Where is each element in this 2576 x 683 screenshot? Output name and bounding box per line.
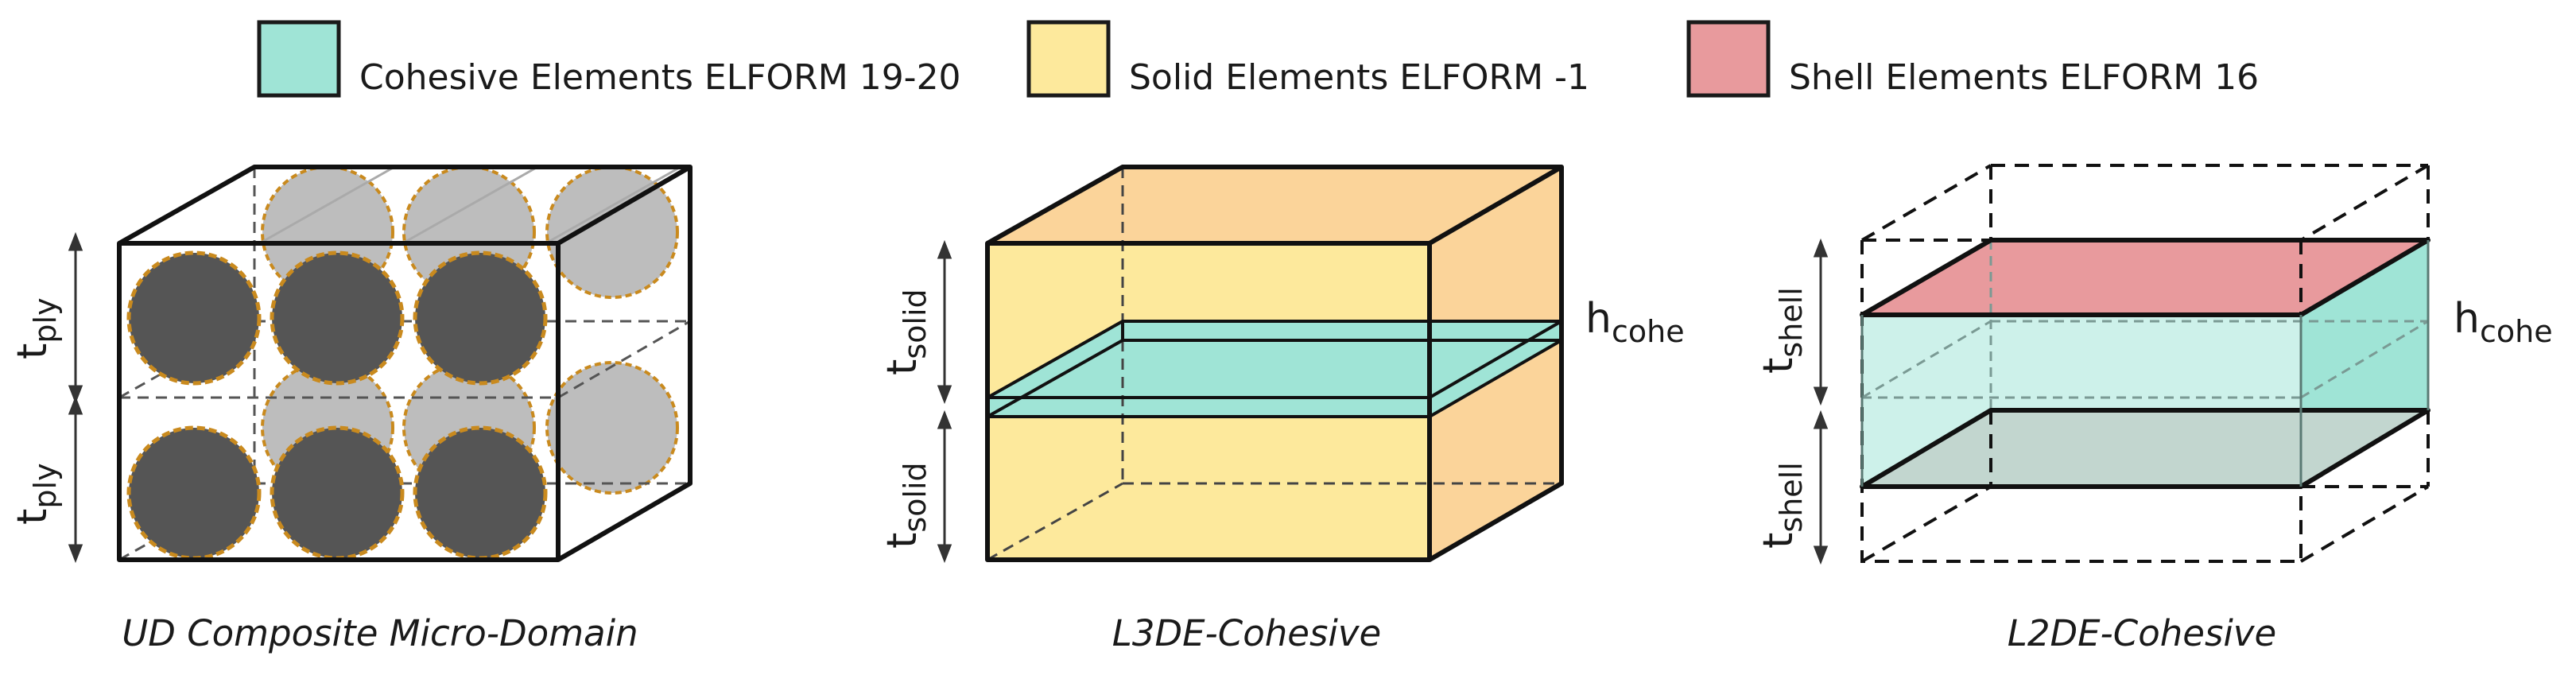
solid-top-face — [987, 167, 1562, 243]
solid-box-outline — [985, 165, 1564, 562]
caption-l2de-cohesive: L2DE-Cohesive — [2008, 612, 2276, 654]
dim-label-tply-lower: tply — [9, 463, 63, 525]
dim-label-tsolid-upper: tsolid — [879, 289, 933, 375]
fiber-front — [126, 250, 262, 386]
legend-swatch-solid — [1026, 20, 1111, 98]
fiber-front — [126, 425, 262, 561]
cohesive-layer-front — [987, 398, 1430, 417]
panel-l2de-cohesive: tshell tshell hcohe L2DE-Cohesive — [1755, 164, 2553, 654]
fiber-front — [270, 250, 405, 386]
dim-label-hcohe-l3de: hcohe — [1585, 295, 1685, 349]
caption-ud-composite: UD Composite Micro-Domain — [122, 612, 638, 654]
dim-label-tshell-upper: tshell — [1755, 287, 1809, 374]
dimension-arrows-ud — [68, 231, 83, 564]
fiber-front — [413, 425, 548, 561]
panel-l3de-cohesive: tsolid tsolid hcohe L3DE-Cohesive — [879, 165, 1685, 654]
cohesive-layer-outline — [987, 320, 1563, 418]
dimension-arrows-l2de — [1813, 238, 1829, 565]
box-outline — [117, 165, 692, 562]
cohesive-layer-side — [1430, 321, 1562, 417]
legend-label-solid: Solid Elements ELFORM -1 — [1129, 57, 1589, 98]
legend-item-shell: Shell Elements ELFORM 16 — [1686, 20, 2259, 98]
legend-item-solid: Solid Elements ELFORM -1 — [1026, 20, 1589, 98]
dimension-arrows-l3de — [937, 239, 952, 564]
top-shell-plane — [1862, 240, 2428, 315]
cohesive-edges — [1860, 240, 2430, 487]
top-guides — [262, 165, 681, 243]
dim-label-tshell-lower: tshell — [1755, 462, 1809, 549]
bottom-shell-plane — [1862, 410, 2428, 487]
back-fibers — [261, 165, 679, 495]
legend-swatch-shell — [1686, 20, 1771, 98]
fiber-front — [413, 250, 548, 386]
legend-label-cohesive: Cohesive Elements ELFORM 19-20 — [359, 57, 961, 98]
legend-label-shell: Shell Elements ELFORM 16 — [1789, 57, 2259, 98]
legend: Cohesive Elements ELFORM 19-20 Solid Ele… — [257, 20, 2259, 98]
cohesive-hidden-edges — [1861, 240, 2429, 410]
caption-l3de-cohesive: L3DE-Cohesive — [1112, 612, 1381, 654]
dim-label-tply-upper: tply — [9, 297, 63, 359]
dim-label-hcohe-l2de: hcohe — [2454, 295, 2553, 349]
panel-ud-composite: tply tply UD Composite Micro-Domain — [9, 165, 692, 654]
legend-item-cohesive: Cohesive Elements ELFORM 19-20 — [257, 20, 961, 98]
legend-swatch-cohesive — [257, 20, 341, 98]
dim-label-tsolid-lower: tsolid — [879, 462, 933, 549]
fiber-front — [270, 425, 405, 561]
fiber-back — [545, 361, 679, 495]
fiber-back — [545, 165, 679, 299]
front-fibers — [126, 250, 548, 561]
